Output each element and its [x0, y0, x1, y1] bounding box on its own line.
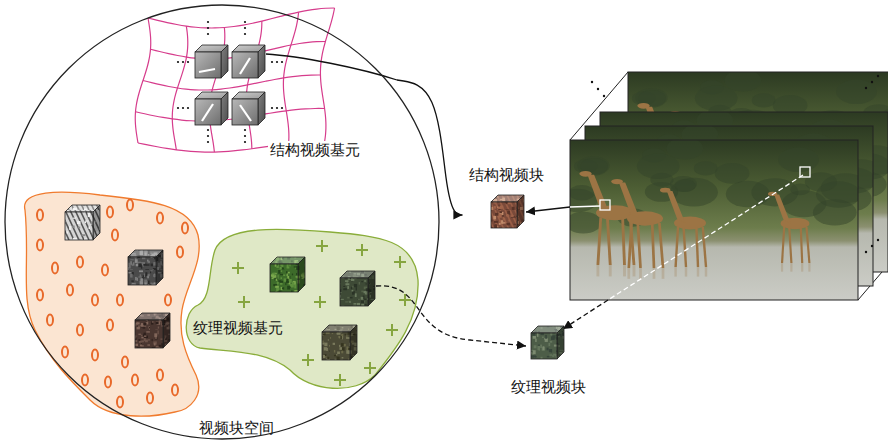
cluster-markers [37, 200, 188, 408]
structure-block: 结构视频块 [463, 164, 550, 234]
video-cube [195, 92, 228, 125]
video-cube [135, 313, 170, 348]
cluster-markers [232, 240, 411, 386]
video-cube [232, 92, 265, 125]
texture-block: 纹理视频块 [505, 322, 592, 398]
node-label: 结构视频基元 [268, 141, 362, 159]
leader-line [563, 300, 608, 329]
connector-arrow [397, 80, 463, 215]
video-cube [195, 45, 228, 78]
leader-line [266, 54, 397, 80]
video-cube [65, 205, 100, 240]
warped-grid [135, 8, 334, 152]
structure-primitive-region: 结构视频基元 [125, 10, 397, 170]
group-label: 纹理视频基元 [193, 319, 283, 337]
node-label: 结构视频块 [469, 166, 544, 184]
video-cube [232, 45, 265, 78]
video-cube [270, 257, 305, 292]
video-cube [128, 250, 163, 285]
video-cube [340, 271, 375, 306]
texture-cluster [25, 192, 200, 416]
leader-line [526, 207, 570, 212]
texture-cluster [186, 229, 418, 388]
video-frames [558, 69, 888, 300]
circle-outline [4, 4, 440, 440]
video-cube [491, 195, 524, 228]
video-cube [322, 325, 357, 360]
leader-line [376, 286, 526, 346]
node-label: 纹理视频块 [511, 378, 586, 396]
video-cube [531, 326, 564, 359]
node-label: 视频块空间 [199, 419, 274, 437]
space-circle: 结构视频基元视频块空间 [4, 4, 440, 440]
